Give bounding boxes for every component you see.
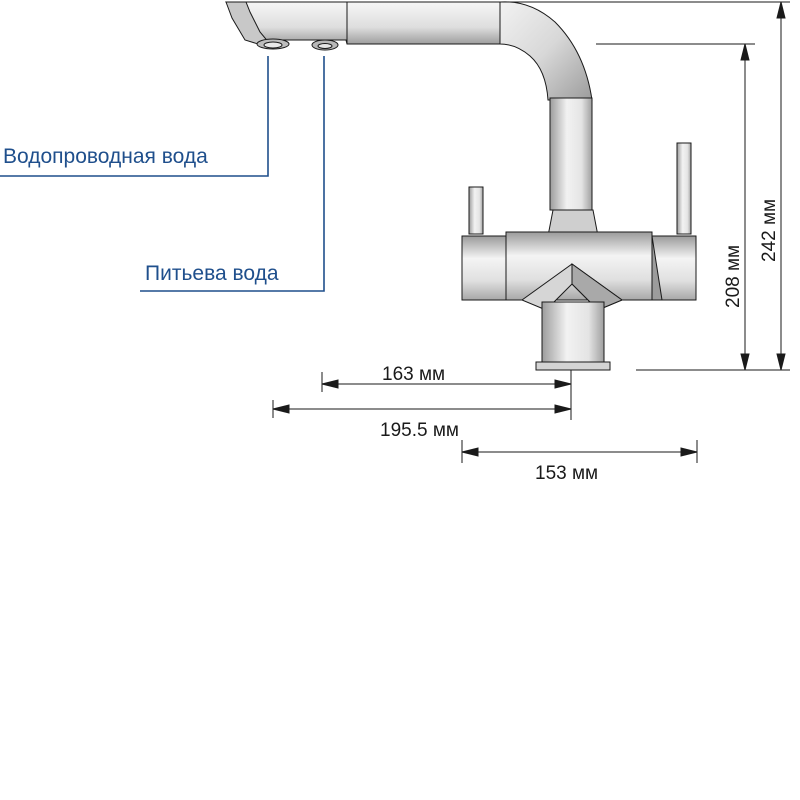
dimension-lines [272,1,790,463]
dim-195-arrow-left [272,404,290,414]
dim-208-arrow-top [740,43,750,61]
spout-bend [499,1,593,101]
dim-208-label: 208 мм [723,245,744,308]
tap-water-outlet-inner [263,41,283,49]
dim-163-arrow-left [321,379,339,389]
dim-208-arrow-bottom [740,353,750,371]
drinking-water-outlet-inner [317,43,333,49]
base-plate [535,361,611,371]
right-handle-stem [676,142,692,235]
right-valve-bevel [651,235,663,301]
drinking-water-label: Питьева вода [145,262,279,285]
faucet-illustration [225,1,697,371]
dim-242-label: 242 мм [759,199,780,262]
dim-195-label: 195.5 мм [380,420,459,441]
dim-153-label: 153 мм [535,463,598,484]
dim-163-label: 163 мм [382,364,445,385]
dim-195-arrow-right [554,404,572,414]
dim-153-arrow-left [461,447,479,457]
dim-242-arrow-top [776,1,786,19]
dim-153-arrow-right [680,447,698,457]
left-handle-stem [468,186,484,235]
spout-upper-bar [225,1,501,45]
dim-242-arrow-bottom [776,353,786,371]
left-valve-cap [461,235,507,301]
base-stem [541,301,605,363]
drinking-water-leader [140,56,325,292]
dim-163-arrow-right [554,379,572,389]
tap-water-leader [0,56,269,177]
spout-column [549,97,593,211]
callout-leaders [0,56,325,292]
tap-water-label: Водопроводная вода [3,145,208,168]
